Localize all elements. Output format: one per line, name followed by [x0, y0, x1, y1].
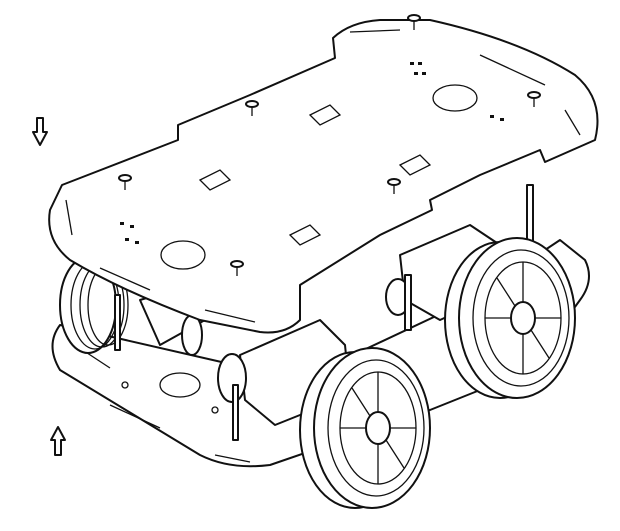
standoffs: [114, 184, 534, 441]
top-plate: [48, 19, 599, 334]
bottom-plate: [51, 239, 590, 468]
rear-right-wheel: [444, 237, 576, 399]
up-arrow-icon: [50, 426, 66, 456]
screws: [118, 14, 541, 276]
down-arrow-icon: [32, 117, 48, 146]
front-right-wheel: [299, 347, 431, 509]
bottom-plate-details: [74, 344, 251, 463]
top-plate-details: [65, 29, 581, 323]
